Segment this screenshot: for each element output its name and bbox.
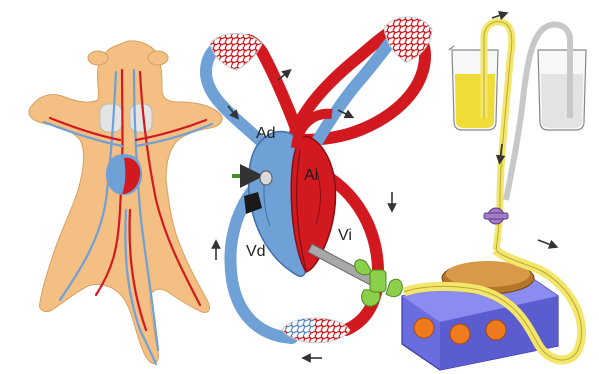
cannula-port: [260, 171, 272, 185]
rat-body: [29, 41, 222, 364]
rat-lung-right: [130, 104, 152, 132]
circulation-diagram: Ad Ai Vd Vi: [206, 17, 432, 358]
label-right-atrium: Ad: [256, 125, 276, 142]
rat-ear-right: [148, 51, 168, 65]
rat-lung-left: [100, 104, 122, 132]
beaker-perfusate: [449, 46, 498, 130]
pump-button-1[interactable]: [414, 318, 434, 338]
label-right-ventricle: Vd: [246, 243, 266, 260]
peristaltic-pump: [402, 261, 558, 370]
pump-button-2[interactable]: [450, 324, 470, 344]
label-left-atrium: Ai: [304, 167, 318, 184]
beaker-saline: [538, 50, 586, 130]
pump-button-3[interactable]: [486, 320, 506, 340]
label-left-ventricle: Vi: [338, 227, 352, 244]
perfusion-needle: [308, 244, 380, 288]
rat-silhouette: [29, 41, 222, 364]
three-way-valve: [484, 208, 508, 224]
capillary-bed-top-left: [210, 34, 262, 71]
rat-ear-left: [88, 51, 108, 65]
